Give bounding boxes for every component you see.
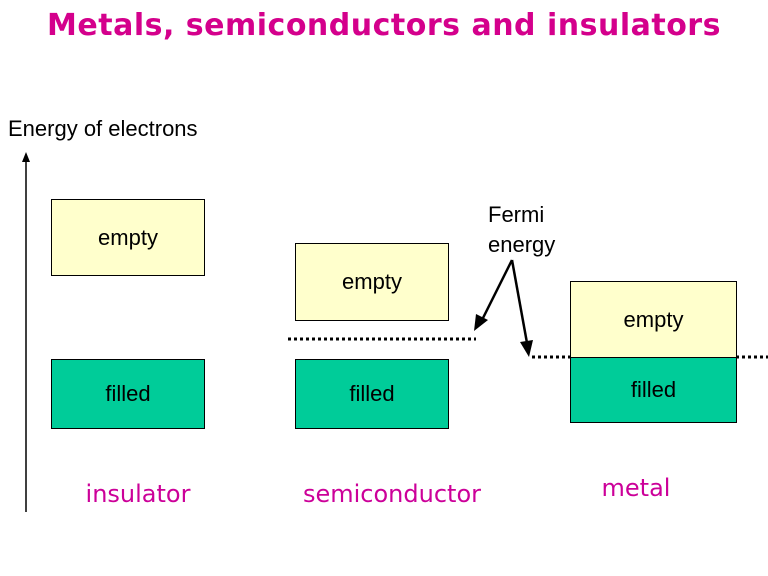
energy-axis-arrowhead (22, 152, 30, 162)
fermi-arrowhead-metal (520, 340, 533, 357)
insulator-empty-band: empty (51, 199, 205, 276)
insulator-label: insulator (85, 480, 191, 508)
metal-filled-band: filled (570, 357, 737, 423)
semiconductor-label: semiconductor (302, 480, 481, 508)
fermi-energy-label: Fermi energy (488, 200, 555, 260)
fermi-arrow-semiconductor (479, 259, 514, 323)
energy-axis-label: Energy of electrons (8, 116, 198, 141)
semiconductor-empty-band: empty (295, 243, 449, 321)
metal-empty-band: empty (570, 281, 737, 358)
fermi-arrowhead-semiconductor (474, 314, 488, 331)
page-title: Metals, semiconductors and insulators (47, 8, 721, 43)
metal-label: metal (601, 474, 671, 502)
semiconductor-filled-band: filled (295, 359, 449, 429)
fermi-label-line2: energy (488, 232, 556, 257)
insulator-filled-band: filled (51, 359, 205, 429)
fermi-label-line1: Fermi (488, 202, 545, 227)
fermi-arrow-metal (510, 259, 529, 344)
